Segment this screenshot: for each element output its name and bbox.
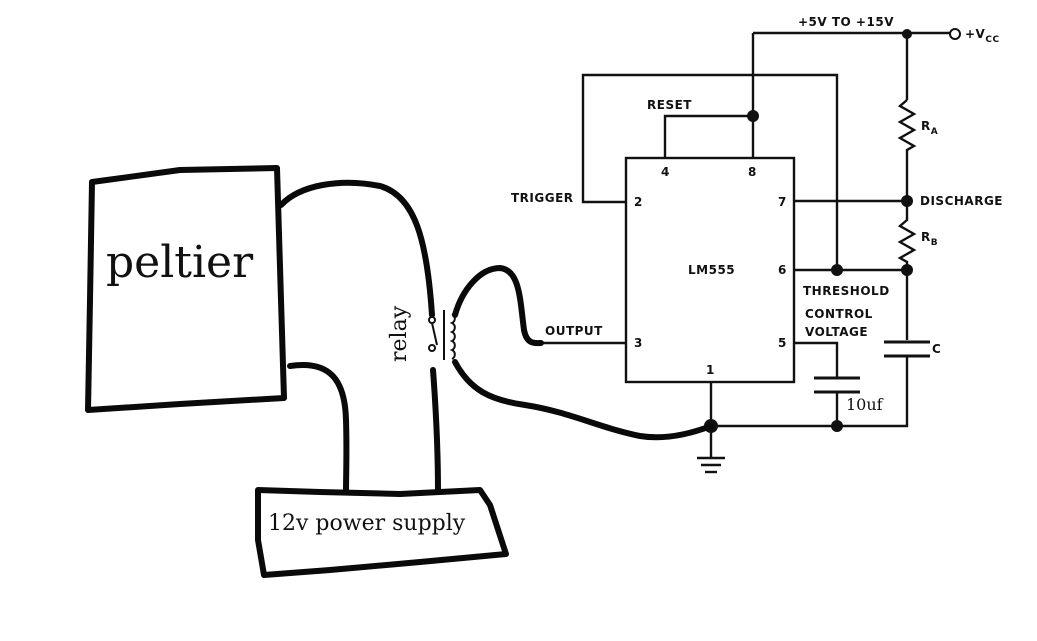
discharge-label: DISCHARGE <box>920 194 1003 208</box>
pin-8-label: 8 <box>748 165 756 179</box>
chip-name-label: LM555 <box>688 263 735 277</box>
rb-label: RB <box>921 230 938 248</box>
ra-label: RA <box>921 119 938 137</box>
output-label: OUTPUT <box>545 324 603 338</box>
cap-10uf-label: 10uf <box>846 395 884 414</box>
threshold-label: THRESHOLD <box>803 284 890 298</box>
coil-to-output-wire <box>452 265 544 347</box>
power-supply-label: 12v power supply <box>268 511 466 536</box>
relay-switch-icon <box>428 310 456 360</box>
cap-c-label: C <box>932 342 941 356</box>
vcc-label-sub: CC <box>985 35 999 45</box>
reset-wire <box>663 114 753 158</box>
peltier-label: peltier <box>106 237 254 288</box>
rb-label-sub: B <box>931 238 938 248</box>
coil-to-ground-wire <box>452 359 714 441</box>
supply-voltage-label: +5V TO +15V <box>798 15 894 29</box>
vcc-label: +VCC <box>965 27 1000 45</box>
voltage-label: VOLTAGE <box>805 325 868 339</box>
rb-label-main: R <box>921 230 931 244</box>
pin-2-label: 2 <box>634 195 642 209</box>
control-voltage-wire <box>794 341 839 377</box>
trigger-label: TRIGGER <box>511 191 574 205</box>
ra-label-sub: A <box>931 127 938 137</box>
reset-label: RESET <box>647 98 692 112</box>
pin-7-label: 7 <box>778 195 786 209</box>
power-supply-block <box>255 487 509 578</box>
threshold-junction-dot <box>831 264 843 276</box>
lm555-schematic: 4 8 2 7 6 3 5 1 +5V TO +15V +VCC RESET T… <box>511 15 1003 474</box>
ra-resistor <box>897 99 917 201</box>
pin-3-label: 3 <box>634 336 642 350</box>
pin-1-label: 1 <box>706 363 714 377</box>
c-bottom-wire <box>711 356 909 428</box>
peltier-to-relay-wire <box>278 179 435 318</box>
vcc-label-main: +V <box>965 27 986 41</box>
pin-4-label: 4 <box>661 165 669 179</box>
hand-drawn-circuit: peltier relay 12v power supply <box>85 165 714 578</box>
pin-5-label: 5 <box>778 336 786 350</box>
control-label: CONTROL <box>805 307 873 321</box>
vcc-terminal <box>949 28 961 40</box>
ra-label-main: R <box>921 119 931 133</box>
relay-label: relay <box>387 305 412 362</box>
ground-icon <box>697 456 725 474</box>
cap-10uf-junction-dot <box>831 420 843 432</box>
pin-6-label: 6 <box>778 263 786 277</box>
rb-resistor <box>897 201 917 270</box>
relay-to-supply-wire <box>430 367 441 495</box>
peltier-block <box>85 165 287 413</box>
peltier-to-supply-wire <box>287 362 350 495</box>
trigger-loop-wire <box>581 73 839 270</box>
